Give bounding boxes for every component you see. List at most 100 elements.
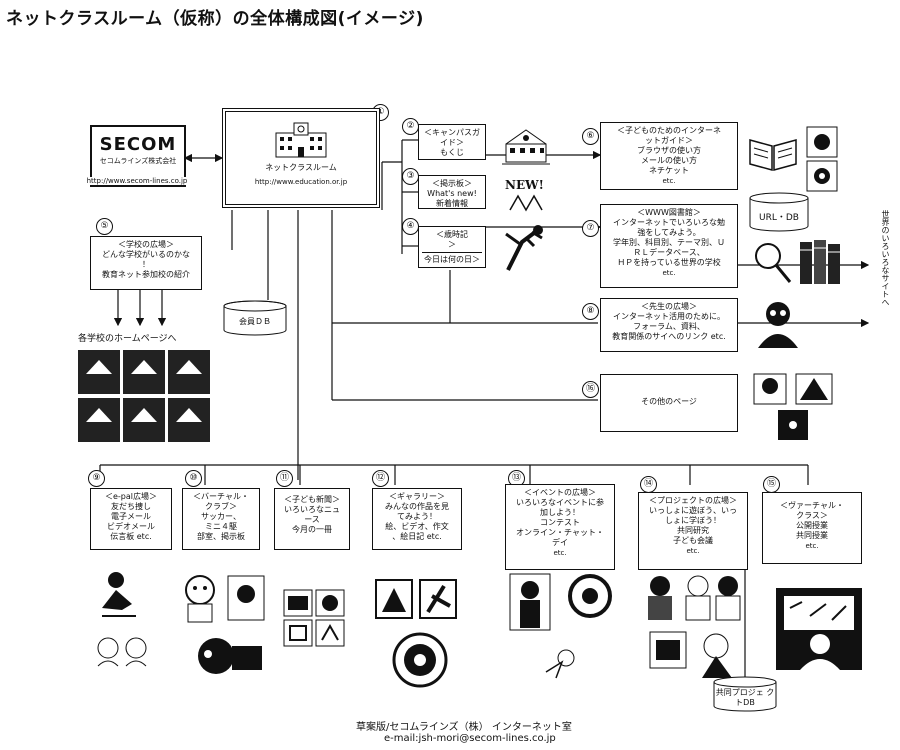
epal-line: 伝言板 etc.: [110, 532, 152, 541]
school-node[interactable]: ＜学校の広場＞ どんな学校がいるのかな ！ 教育ネット参加校の紹介: [90, 236, 202, 290]
epal-line: 電子メール: [111, 512, 151, 521]
school-line: 教育ネット参加校の紹介: [102, 270, 190, 279]
epal-node[interactable]: ＜e-pal広場＞ 友だち捜し 電子メール ビデオメール 伝言板 etc.: [90, 488, 172, 550]
virtual-class-illustration-icon: [774, 586, 864, 672]
almanac-line: ＞: [448, 240, 456, 249]
project-line: しょに学ぼう！: [665, 516, 721, 525]
club-illustration-icon: [178, 572, 268, 680]
club-line: 部室、掲示板: [197, 532, 245, 541]
page-title: ネットクラスルーム（仮称）の全体構成図(イメージ): [6, 9, 424, 29]
node-number-8: ⑧: [582, 303, 599, 320]
secom-logo: SECOM: [99, 134, 177, 155]
member-db: 会員ＤＢ: [222, 300, 288, 336]
board-line: 新着情報: [436, 199, 468, 208]
library-node[interactable]: ＜WWW図書館＞ インターネットでいろいろな勉 強をしてみよう。 学年別、科目別…: [600, 204, 738, 288]
other-icons: [752, 372, 836, 444]
gallery-line: 、絵日記 etc.: [392, 532, 442, 541]
project-db-line: 共同プロジェ: [715, 688, 764, 697]
school-line: どんな学校がいるのかな: [102, 250, 190, 259]
project-node[interactable]: ＜プロジェクトの広場＞ いっしょに遊ぼう、いっ しょに学ぼう！ 共同研究 子ども…: [638, 492, 748, 570]
campus-line: ＜キャンパスガ: [424, 128, 480, 137]
book-icon: [748, 132, 798, 172]
library-line: ＜WWW図書館＞: [637, 208, 701, 217]
virtual-class-line: etc.: [805, 542, 819, 550]
club-line: ＜バーチャル・: [193, 492, 249, 501]
board-line: ＜掲示板＞: [432, 179, 472, 188]
guide-character-icon: [805, 125, 839, 193]
library-line: インターネットでいろいろな勉: [613, 218, 725, 227]
epal-illustration-icon: [92, 568, 162, 668]
event-line: コンテスト: [540, 518, 580, 527]
guide-line: ＜子どものためのインターネ: [617, 126, 721, 135]
node-number-7: ⑦: [582, 220, 599, 237]
virtual-class-line: ＜ヴァーチャル・: [780, 501, 844, 510]
news-illustration-icon: [282, 588, 346, 648]
project-line: ＜プロジェクトの広場＞: [649, 496, 737, 505]
gallery-node[interactable]: ＜ギャラリー＞ みんなの作品を見 てみよう！ 絵、ビデオ、作文 、絵日記 etc…: [372, 488, 462, 550]
node-number-10: ⑩: [185, 470, 202, 487]
virtual-class-node[interactable]: ＜ヴァーチャル・ クラス＞ 公開授業 共同授業 etc.: [762, 492, 862, 564]
news-node[interactable]: ＜子ども新聞＞ いろいろなニュ ース 今月の一冊: [274, 488, 350, 550]
main-node[interactable]: ネットクラスルーム http://www.education.or.jp: [222, 108, 380, 208]
main-label: ネットクラスルーム: [265, 163, 337, 172]
new-sparkle-icon: [506, 194, 546, 212]
url-db-label: URL・DB: [759, 213, 799, 223]
campus-line: イド＞: [440, 138, 464, 147]
news-line: ＜子ども新聞＞: [284, 495, 340, 504]
main-url[interactable]: http://www.education.or.jp: [254, 178, 348, 186]
footer-email[interactable]: e-mail:jsh-mori@secom-lines.co.jp: [384, 733, 556, 744]
almanac-line: ＜歳時記: [436, 230, 468, 239]
node-number-2: ②: [402, 118, 419, 135]
node-number-11: ⑪: [276, 470, 293, 487]
guide-line: ブラウザの使い方: [637, 146, 701, 155]
campus-illustration-icon: [500, 124, 552, 170]
school-building-icon: [275, 122, 327, 158]
books-icon: [796, 236, 846, 286]
library-line: etc.: [662, 269, 676, 277]
guide-node[interactable]: ＜子どものためのインターネ ットガイド＞ ブラウザの使い方 メールの使い方 ネチ…: [600, 122, 738, 190]
club-line: サッカー、: [201, 512, 241, 521]
guide-line: ネチケット: [649, 166, 689, 175]
news-line: いろいろなニュ: [284, 505, 340, 514]
secom-url[interactable]: http://www.secom-lines.co.jp: [82, 177, 192, 185]
guide-line: etc.: [662, 177, 676, 185]
project-db: 共同プロジェ クトDB: [712, 676, 778, 712]
node-number-12: ⑫: [372, 470, 389, 487]
other-label: その他のページ: [641, 397, 697, 406]
node-number-5: ⑤: [96, 218, 113, 235]
node-number-4: ④: [402, 218, 419, 235]
library-line: ＲＬデータベース、: [633, 248, 705, 257]
board-node[interactable]: ＜掲示板＞ What's new! 新着情報: [418, 175, 486, 209]
gallery-line: 絵、ビデオ、作文: [385, 522, 449, 531]
event-illustration-icon: [506, 572, 614, 684]
project-db-line: クトDB: [735, 688, 775, 707]
library-line: 強をしてみよう。: [637, 228, 701, 237]
club-node[interactable]: ＜バーチャル・ クラブ＞ サッカー、 ミニ４駆 部室、掲示板: [182, 488, 260, 550]
epal-line: 友だち捜し: [111, 502, 151, 511]
teacher-node[interactable]: ＜先生の広場＞ インターネット活用のために。 フォーラム、資料、 教育関係のサイ…: [600, 298, 738, 352]
teacher-line: フォーラム、資料、: [633, 322, 705, 331]
project-line: 共同研究: [677, 526, 709, 535]
school-line: ＜学校の広場＞: [118, 240, 174, 249]
secom-company: セコムラインズ株式会社: [99, 157, 177, 165]
virtual-class-line: クラス＞: [796, 511, 828, 520]
url-db: URL・DB: [748, 192, 810, 232]
almanac-node[interactable]: ＜歳時記 ＞ 今日は何の日＞: [418, 226, 486, 268]
epal-line: ビデオメール: [107, 522, 155, 531]
library-line: 学年別、科目別、テーマ別、Ｕ: [613, 238, 725, 247]
member-db-label: 会員ＤＢ: [239, 317, 271, 326]
campus-line: もくじ: [440, 148, 464, 157]
gallery-illustration-icon: [372, 576, 462, 692]
campus-node[interactable]: ＜キャンパスガ イド＞ もくじ: [418, 124, 486, 160]
event-line: オンライン・チャット・: [516, 528, 604, 537]
event-line: ＜イベントの広場＞: [524, 488, 596, 497]
school-line: ！: [142, 260, 150, 269]
other-node[interactable]: その他のページ: [600, 374, 738, 432]
teacher-line: 教育関係のサイへのリンク etc.: [612, 332, 726, 341]
new-badge: NEW!: [505, 178, 544, 192]
almanac-line: 今日は何の日＞: [422, 252, 482, 265]
node-number-3: ③: [402, 168, 419, 185]
teacher-line: インターネット活用のために。: [613, 312, 725, 321]
event-node[interactable]: ＜イベントの広場＞ いろいろなイベントに参 加しよう！ コンテスト オンライン・…: [505, 484, 615, 570]
